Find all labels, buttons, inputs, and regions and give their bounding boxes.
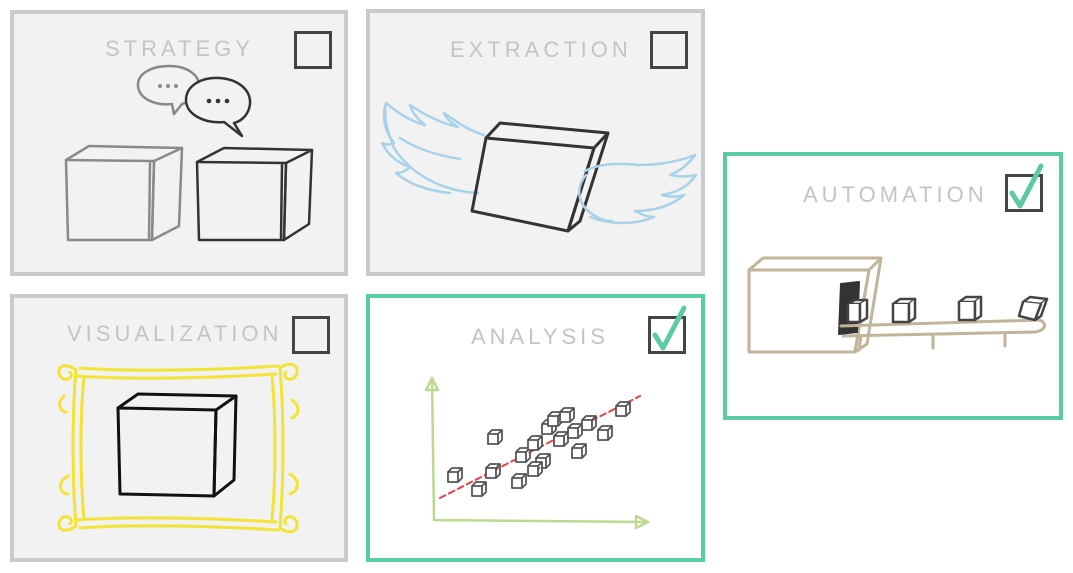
scatter-box (571, 443, 587, 459)
card-title-analysis: ANALYSIS (471, 324, 609, 349)
checkbox-square-icon (650, 31, 688, 69)
card-strategy: STRATEGY (10, 10, 348, 276)
scatter-box (527, 461, 543, 477)
conveyor-belt-icon (743, 252, 1053, 362)
checkmark-icon (652, 305, 687, 351)
scatter-box (511, 473, 527, 489)
card-title-automation: AUTOMATION (803, 182, 988, 207)
checkbox-analysis[interactable] (648, 305, 687, 354)
scatter-box (485, 463, 501, 479)
card-title-visualization: VISUALIZATION (67, 321, 283, 346)
scatter-box (615, 401, 631, 417)
checkbox-square-icon (292, 316, 330, 354)
scatter-plot-boxes-icon (420, 372, 660, 532)
scatter-box (471, 481, 487, 497)
checkbox-visualization[interactable] (292, 316, 330, 354)
card-title-strategy: STRATEGY (105, 36, 254, 61)
scatter-box (581, 415, 597, 431)
scatter-box (487, 429, 503, 445)
checkbox-strategy[interactable] (294, 31, 332, 69)
card-automation: AUTOMATION (723, 152, 1063, 420)
card-extraction: EXTRACTION (366, 9, 705, 276)
checkbox-square-icon (648, 305, 687, 354)
speech-bubble-boxes-icon (54, 64, 324, 254)
scatter-box (553, 431, 569, 447)
checkbox-extraction[interactable] (650, 31, 688, 69)
card-title-extraction: EXTRACTION (450, 37, 632, 62)
framed-box-icon (54, 356, 314, 541)
scatter-box (597, 425, 613, 441)
checkbox-square-icon (1005, 163, 1044, 212)
card-analysis: ANALYSIS (366, 294, 705, 562)
checkbox-square-icon (294, 31, 332, 69)
checkmark-icon (1009, 163, 1044, 209)
scatter-box (447, 467, 463, 483)
scatter-box (567, 423, 583, 439)
scatter-box (527, 435, 543, 451)
winged-box-icon (380, 93, 700, 243)
checkbox-automation[interactable] (1005, 163, 1044, 212)
card-visualization: VISUALIZATION (10, 294, 348, 562)
scatter-box (559, 407, 575, 423)
